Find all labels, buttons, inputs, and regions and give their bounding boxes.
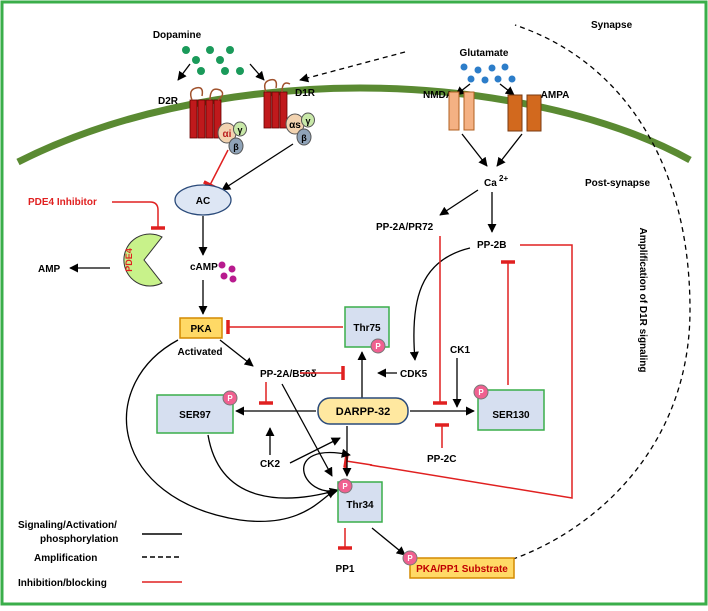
d2r-inhibits-ac [202,149,229,190]
dopamine-to-d1r [249,63,265,81]
pp2b-to-cdk5 [409,247,471,361]
dopamine-molecules [182,46,244,75]
pka-box [179,317,223,339]
ca-label: Ca [484,178,497,189]
amp-label: AMP [38,264,61,275]
beta-subunit-d2r [228,137,244,155]
thr34-label: Thr34 [346,500,374,511]
alpha-i-label: αi [223,129,232,140]
thr75-p-label: P [375,342,381,351]
ac-label: AC [196,196,210,207]
ca-to-pp2a-pr72 [439,189,479,216]
ser130-p-label: P [478,388,484,397]
legend-inhibition-label: Inhibition/blocking [18,578,107,589]
pp2b-inhibits-thr34 [343,453,373,469]
d2r-label: D2R [158,96,179,107]
ser97-label: SER97 [179,410,211,421]
pka-to-thr34 [125,339,336,522]
camp-molecules [218,261,237,283]
darpp32-node [317,397,409,425]
pka-activated-label: Activated [177,347,222,358]
substrate-label: PKA/PP1 Substrate [416,564,508,575]
camp-label: cAMP [190,262,218,273]
glutamate-label: Glutamate [460,48,509,59]
nmda-channel-right [463,91,475,131]
gamma-label-d2r: γ [237,125,242,135]
legend-signaling-line1: Signaling/Activation/ [18,520,117,531]
ser130-box [477,389,545,431]
ser97-p-label: P [227,394,233,403]
amplification-arc [459,24,691,573]
ser97-phospho-badge [222,390,238,406]
d1r-receptor [263,78,291,129]
ser97-to-thr34 [207,434,339,499]
thr34-to-substrate [371,527,406,556]
dopamine-label: Dopamine [153,30,202,41]
d1r-label: D1R [295,88,316,99]
ck2-label: CK2 [260,459,280,470]
thr34-feedback-loop [303,448,351,492]
pde4-inhibitor-blocks [112,201,165,230]
thr75-phospho-badge [370,338,386,354]
amplification-d1r-label: Amplification of D1R signaling [637,227,648,372]
pde4-enzyme [123,233,163,287]
nmda-channel-left [448,91,460,131]
pka-label: PKA [190,324,211,335]
cell-membrane [16,84,692,166]
thr34-phospho-badge [337,478,353,494]
substrate-box [409,557,515,579]
beta-label-d1r: β [301,133,307,143]
ampa-channel-right [526,94,542,132]
ck2-to-darpp32 [289,437,341,464]
ampa-to-ca [496,133,523,167]
substrate-phospho-badge [402,550,418,566]
pp2a-pr72-label: PP-2A/PR72 [376,222,434,233]
ca-superscript: 2+ [499,174,508,183]
synapse-label: Synapse [591,20,633,31]
pp2a-b56-label: PP-2A/B56δ [260,369,317,380]
thr75-label: Thr75 [353,323,381,334]
substrate-p-label: P [407,554,413,563]
ampa-label: AMPA [541,90,570,101]
d2r-receptor [189,86,224,139]
legend-signaling-line2: phosphorylation [40,534,118,545]
pp2c-label: PP-2C [427,454,456,465]
pp2a-b56-to-thr34 [281,383,333,477]
pp1-label: PP1 [336,564,355,575]
glutamate-to-ampa [499,83,515,96]
glutamate-molecules [460,63,516,84]
dopamine-to-d2r [177,63,191,81]
ck1-label: CK1 [450,345,470,356]
alpha-s-label: αs [289,120,301,131]
pp2b-inhibits-thr34-line [369,244,573,499]
ser130-label: SER130 [492,410,530,421]
gamma-subunit-d2r [233,121,247,137]
pka-to-pp2a-b56 [219,339,254,367]
gamma-subunit-d1r [301,112,315,128]
d1r-activates-ac [221,143,294,191]
pde4-label: PDE4 [124,248,134,272]
legend-amplification-label: Amplification [34,553,97,564]
thr34-p-label: P [342,482,348,491]
pde4-inhibitor-label: PDE4 Inhibitor [28,197,97,208]
cdk5-label: CDK5 [400,369,428,380]
ac-node [174,184,232,216]
nmda-to-ca [461,133,488,167]
ser97-box [156,394,234,434]
nmda-label: NMDA [423,90,453,101]
ser130-phospho-badge [473,384,489,400]
beta-label-d2r: β [233,142,239,152]
beta-subunit-d1r [296,128,312,146]
ampa-channel-left [507,94,523,132]
gamma-label-d1r: γ [305,116,310,126]
post-synapse-label: Post-synapse [585,178,650,189]
amplification-to-d1r [299,51,406,83]
pp2b-label: PP-2B [477,240,506,251]
darpp32-label: DARPP-32 [336,406,390,418]
